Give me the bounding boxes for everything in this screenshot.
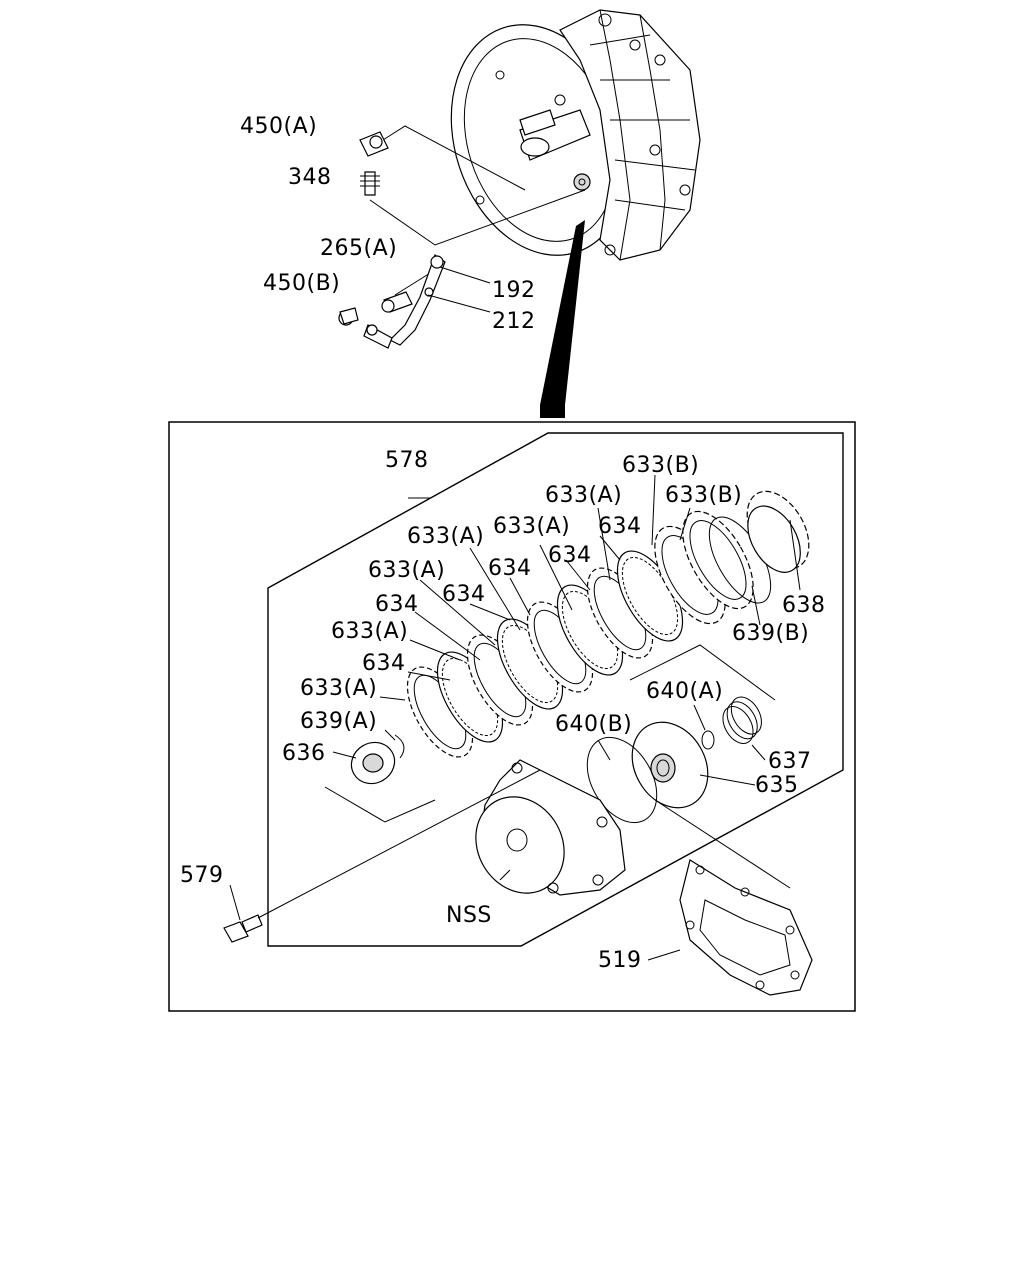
label-640b: 640(B): [555, 712, 632, 737]
label-450a: 450(A): [240, 114, 317, 139]
label-634-3: 634: [488, 556, 532, 581]
label-579: 579: [180, 863, 224, 888]
label-634-5: 634: [375, 592, 419, 617]
label-633b-1: 633(B): [622, 453, 699, 478]
piston-parts-right: [586, 696, 762, 824]
label-633a-3: 633(A): [493, 514, 570, 539]
piston-parts-left: [350, 734, 405, 785]
transmission-case: [450, 9, 701, 261]
gasket: [679, 859, 813, 996]
label-519: 519: [598, 948, 642, 973]
label-212: 212: [492, 309, 536, 334]
label-265a: 265(A): [320, 236, 397, 261]
label-634-1: 634: [598, 514, 642, 539]
label-348: 348: [288, 165, 332, 190]
label-634-4: 634: [442, 582, 486, 607]
label-633a-5: 633(A): [331, 619, 408, 644]
label-638: 638: [782, 593, 826, 618]
label-633a-1: 633(A): [545, 483, 622, 508]
label-635: 635: [755, 773, 799, 798]
labels: 450(A) 348 265(A) 450(B) 192 212 578 633…: [180, 114, 826, 973]
label-636: 636: [282, 741, 326, 766]
leader-lines: [229, 474, 801, 961]
label-637: 637: [768, 749, 812, 774]
label-578: 578: [385, 448, 429, 473]
bolt-579: [223, 914, 263, 943]
detail-arrow: [540, 220, 585, 418]
label-639b: 639(B): [732, 621, 809, 646]
label-nss: NSS: [446, 903, 492, 928]
label-633b-2: 633(B): [665, 483, 742, 508]
assembly-outline: [267, 432, 844, 947]
label-450b: 450(B): [263, 271, 340, 296]
label-192: 192: [492, 278, 536, 303]
label-634-6: 634: [362, 651, 406, 676]
label-634-2: 634: [548, 543, 592, 568]
label-633a-4: 633(A): [368, 558, 445, 583]
label-639a: 639(A): [300, 709, 377, 734]
oil-pipe-assembly: [338, 131, 446, 349]
detail-frame: [168, 421, 856, 1012]
clutch-plate-stack: [406, 490, 810, 758]
label-633a-6: 633(A): [300, 676, 377, 701]
label-633a-2: 633(A): [407, 524, 484, 549]
clutch-cover: [475, 759, 626, 896]
label-640a: 640(A): [646, 679, 723, 704]
